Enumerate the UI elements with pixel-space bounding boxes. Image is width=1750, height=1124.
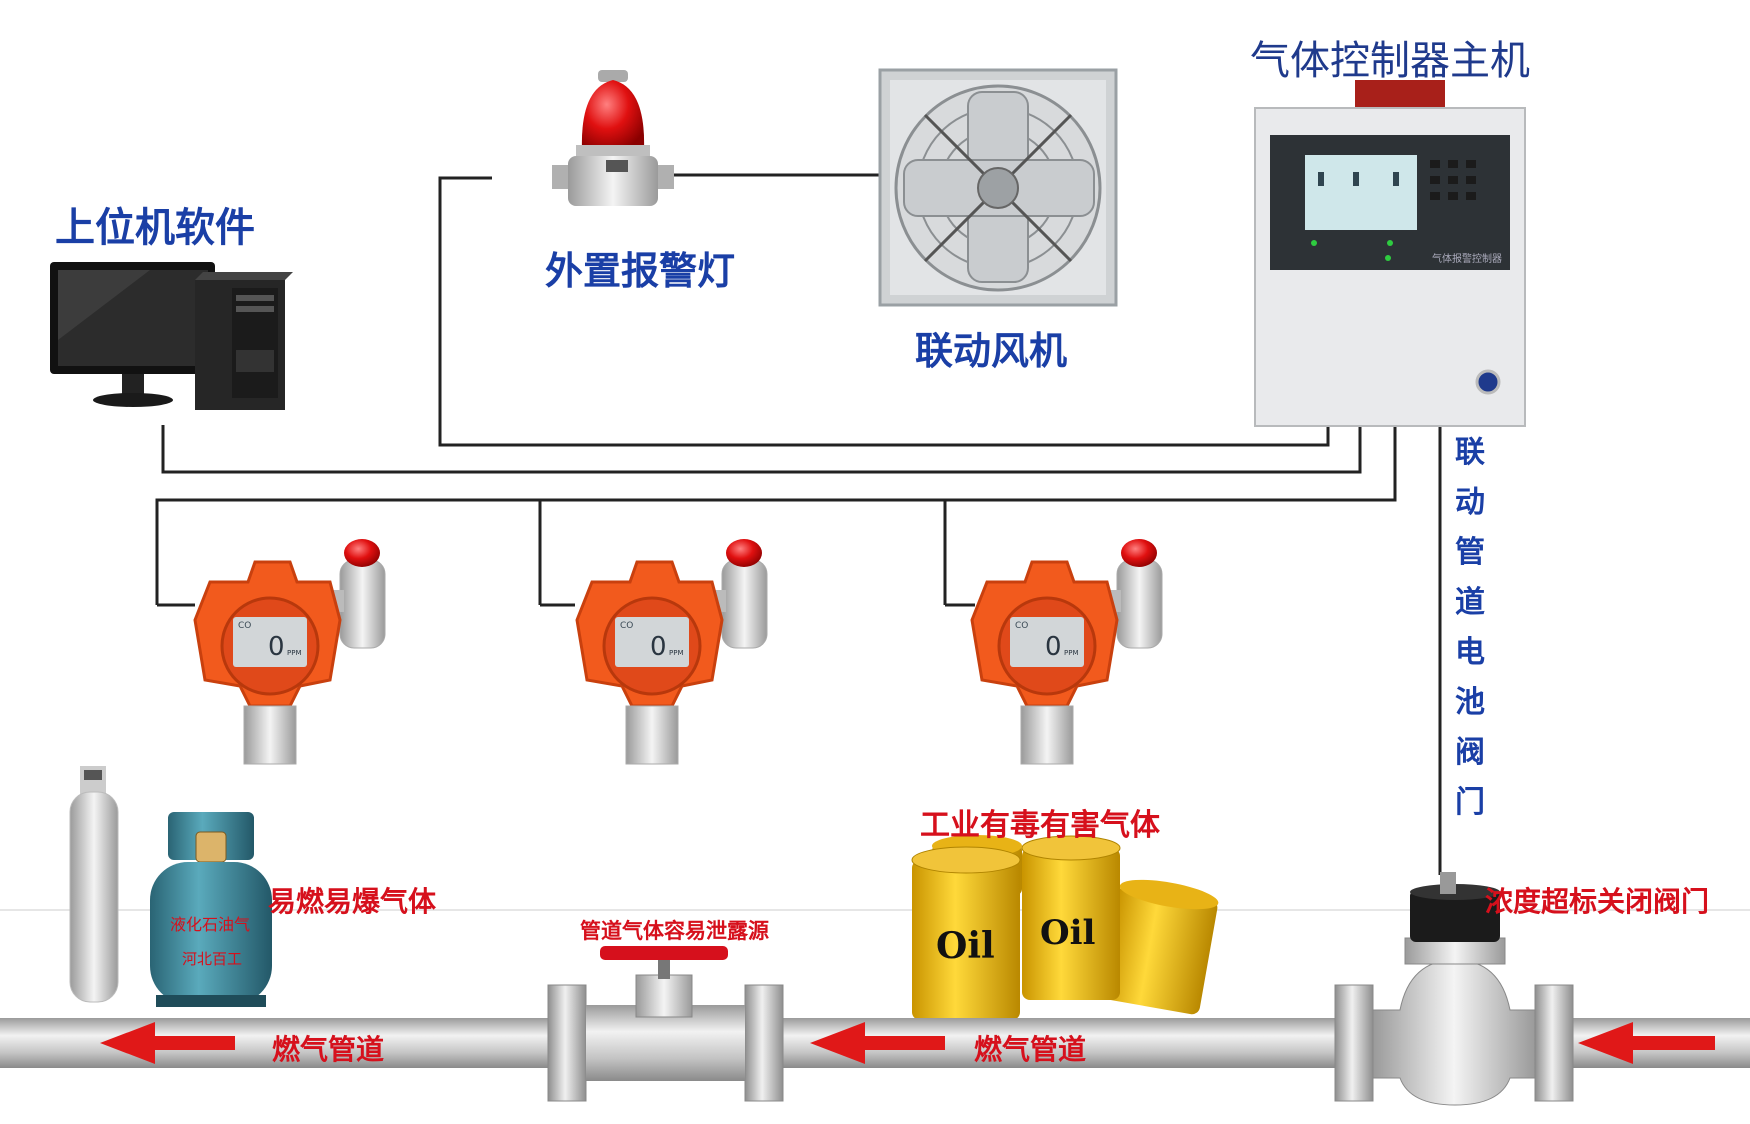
pipeline-label-left: 燃气管道 — [272, 1033, 385, 1066]
valve-link-label: 联动管道电池阀门 — [1455, 435, 1485, 820]
wiring — [155, 173, 1442, 875]
linked-fan — [878, 68, 1118, 307]
gas-detector: CO 0 PPM — [193, 539, 386, 765]
controller-host-title: 气体控制器主机 — [1250, 38, 1530, 84]
toxic-gas-label: 工业有毒有害气体 — [920, 808, 1160, 843]
detector-gas-type: CO — [1015, 621, 1028, 631]
cylinder-text-2: 河北百工 — [182, 950, 242, 968]
detector-reading: 0 — [268, 632, 285, 662]
controller-alarm-lamp — [1355, 80, 1445, 112]
leak-valve-stem — [635, 974, 693, 1018]
detector-unit: PPM — [669, 649, 683, 657]
computer — [50, 262, 293, 410]
detector-reading: 0 — [1045, 632, 1062, 662]
monitor-stand — [93, 393, 173, 407]
gas-controller-host: 气体报警控制器 — [1254, 80, 1526, 427]
solenoid-valve-coil — [1410, 890, 1500, 942]
oil-barrels: Oil Oil — [911, 835, 1219, 1020]
leak-valve-handle — [600, 946, 728, 960]
wire-detector-bus — [155, 425, 1397, 605]
oil-barrel-label: Oil — [1040, 913, 1096, 953]
wire-pc-to-controller — [161, 425, 1362, 474]
leak-source-label: 管道气体容易泄露源 — [580, 919, 769, 943]
detector-unit: PPM — [287, 649, 301, 657]
gas-bottle — [69, 766, 119, 1003]
controller-key-lock — [1475, 369, 1501, 395]
flammable-gas-label: 易燃易爆气体 — [268, 885, 437, 918]
external-alarm-light — [552, 70, 674, 206]
cylinder-text-1: 液化石油气 — [170, 915, 250, 934]
detector-gas-type: CO — [620, 621, 633, 631]
fan-label: 联动风机 — [915, 329, 1068, 373]
controller-panel-text: 气体报警控制器 — [1432, 252, 1502, 265]
detector-unit: PPM — [1064, 649, 1078, 657]
solenoid-valve-body — [1372, 959, 1536, 1106]
pc-software-label: 上位机软件 — [55, 205, 255, 251]
flow-arrow-middle — [810, 1022, 945, 1064]
wire-alarm-to-controller — [438, 176, 1330, 447]
flow-arrow-left — [100, 1022, 235, 1064]
gas-detector: CO 0 PPM — [575, 539, 768, 765]
close-valve-label: 浓度超标关闭阀门 — [1485, 885, 1710, 918]
detector-reading: 0 — [650, 632, 667, 662]
flow-arrows — [100, 1022, 1715, 1064]
detector-gas-type: CO — [238, 621, 251, 631]
alarm-dome — [581, 80, 645, 150]
oil-barrel — [912, 860, 1020, 1020]
gas-detector: CO 0 PPM — [970, 539, 1163, 765]
alarm-light-label: 外置报警灯 — [545, 249, 736, 293]
oil-barrel-label: Oil — [936, 925, 995, 967]
pipeline-label-right: 燃气管道 — [974, 1033, 1087, 1066]
flow-arrow-right — [1578, 1022, 1715, 1064]
lpg-cylinder: 液化石油气 河北百工 — [150, 812, 272, 1007]
oil-barrel — [1022, 848, 1120, 1000]
